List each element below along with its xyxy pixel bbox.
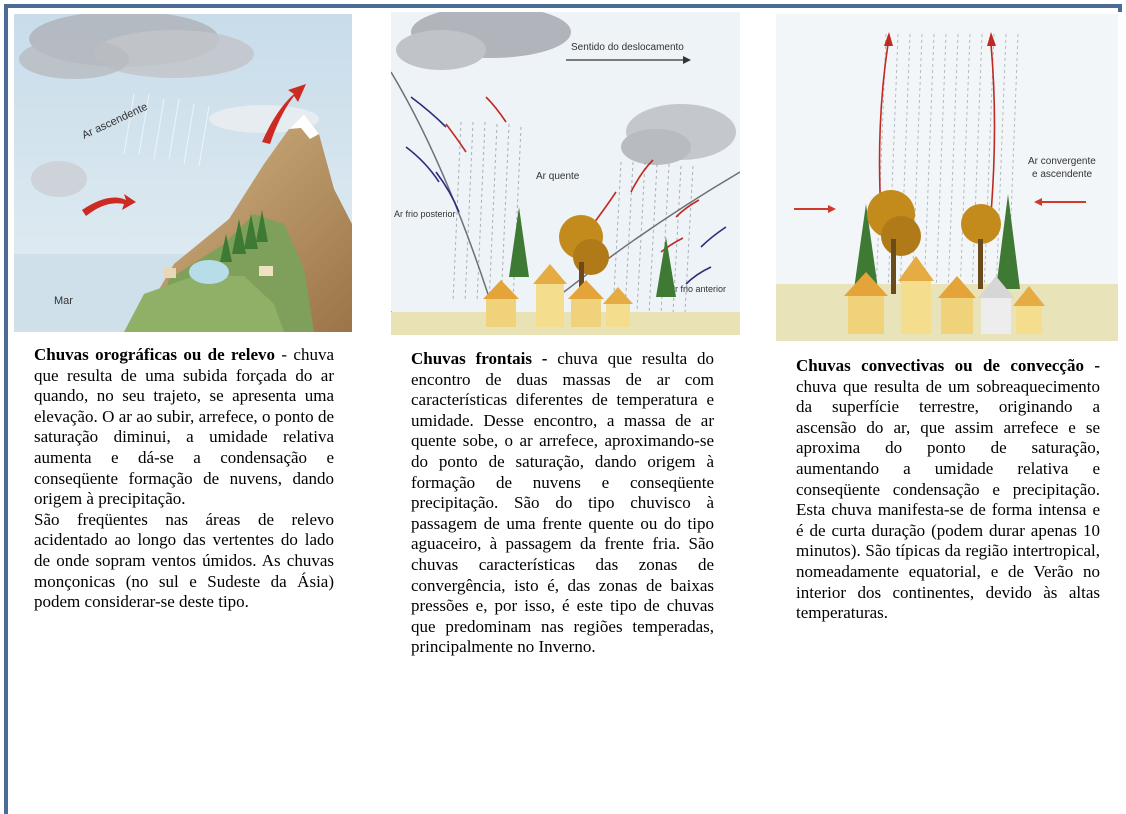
orographic-rain-heading: Chuvas orográficas ou de relevo bbox=[34, 345, 276, 364]
label-mar: Mar bbox=[54, 295, 73, 307]
convective-rain-description: Chuvas convectivas ou de convecção - chu… bbox=[796, 356, 1100, 624]
frame-left-border bbox=[4, 4, 8, 814]
frontal-rain-illustration: Sentido do deslocamento Ar quente Ar fri… bbox=[391, 12, 740, 335]
orographic-rain-paragraph-1: - chuva que resulta de uma subida forçad… bbox=[34, 345, 335, 509]
label-ar-frio-anterior: Ar frio anterior bbox=[669, 284, 726, 294]
label-e-ascendente: e ascendente bbox=[1032, 169, 1092, 180]
convective-rain-illustration: Ar convergente e ascendente bbox=[776, 14, 1118, 341]
orographic-rain-description: Chuvas orográficas ou de relevo - chuva … bbox=[34, 345, 334, 613]
convective-rain-paragraph-1: chuva que resulta de um sobreaquecimento… bbox=[796, 376, 1100, 623]
frontal-rain-description: Chuvas frontais - chuva que resulta do e… bbox=[411, 349, 714, 658]
label-ar-quente: Ar quente bbox=[536, 171, 580, 182]
label-ar-frio-posterior: Ar frio posterior bbox=[394, 209, 456, 219]
frame-top-border bbox=[4, 4, 1122, 8]
label-ar-convergente: Ar convergente bbox=[1028, 156, 1096, 167]
label-sentido-deslocamento: Sentido do deslocamento bbox=[571, 42, 684, 53]
frontal-rain-heading: Chuvas frontais - bbox=[411, 349, 548, 368]
convective-rain-heading: Chuvas convectivas ou de convecção - bbox=[796, 356, 1100, 375]
orographic-rain-paragraph-2: São freqüentes nas áreas de relevo acide… bbox=[34, 509, 334, 612]
orographic-rain-illustration: Ar ascendente Mar bbox=[14, 14, 352, 332]
frontal-rain-paragraph-1: chuva que resulta do encontro de duas ma… bbox=[411, 349, 714, 657]
frame-right-border bbox=[1118, 4, 1122, 12]
